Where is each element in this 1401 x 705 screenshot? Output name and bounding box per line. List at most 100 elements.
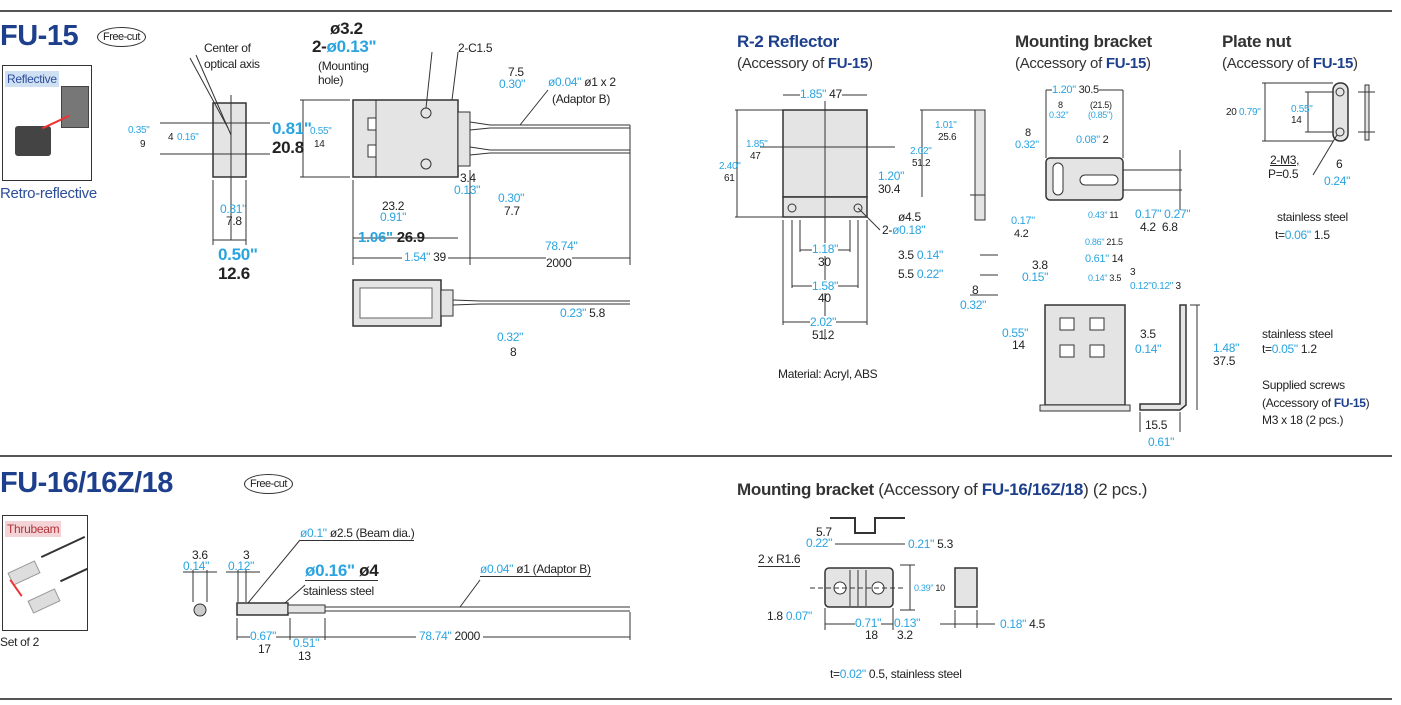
dim: 0.61" 14 [1085,253,1124,266]
dim: 0.14" [183,559,210,573]
fu15-side-view [352,99,459,178]
section-divider [0,10,1392,12]
bracket15-side-view [1139,304,1187,411]
dim: 0.08" 2 [1076,134,1109,147]
dim-mm: 4.5 [1029,617,1045,631]
model: FU-15 [1312,55,1354,72]
dim-mm: 4.2 [1140,220,1156,234]
dim-inch: 1.20" [1052,84,1076,96]
material-note: stainless steel [303,584,374,598]
dim-inch: ø0.13" [326,37,377,56]
dim: ø0.1" ø2.5 (Beam dia.) [300,527,415,541]
label: optical axis [204,57,260,71]
dim: 0.31" [220,202,247,216]
sensor-image [15,126,51,156]
dim: 47 [750,151,761,162]
dim-inch: 0.39" [914,583,934,593]
text: (Accessory of [1262,396,1334,410]
dim: 1.20" 30.5 [1052,84,1099,97]
fiber-cable-image [59,567,89,583]
dim-mm: 47 [829,87,842,101]
dim: 12.6 [218,264,250,283]
dim: 3.5 [1140,327,1156,341]
dim: 3.2 [897,628,913,642]
material-note: stainless steel [1262,327,1333,341]
text: (Accessory of [737,55,828,72]
dim: 0.23" 5.8 [560,307,605,320]
model: FU-15 [1105,55,1147,72]
dim: 2000 [546,256,572,270]
dim-mm: ø1 (Adaptor B) [516,562,591,576]
dim: 3.6 [192,548,208,562]
title-text: R-2 Reflector [737,32,839,51]
dim: 3 [243,548,250,562]
material-note: stainless steel [1277,210,1348,224]
dim-mm: 6.8 [1161,220,1178,234]
dim-inch: 0.05" [1271,342,1298,356]
title-text: Mounting bracket [737,480,874,499]
dim-inch: 0.02" [839,667,866,681]
dim: 0.17" [1011,215,1035,227]
dim: 0.50" [218,245,258,264]
screws-note: (Accessory of FU-15) [1262,396,1370,410]
section-divider [0,455,1392,457]
dim-mm: 21.5 [1106,237,1123,247]
dim: 0.67" [250,629,277,643]
dim: 25.6 [938,132,957,143]
dim-mm: ø1 x 2 [584,75,616,89]
thrubeam-tag: Thrubeam [5,521,62,537]
dim-mm: 5.5 [898,267,914,281]
dim: ø0.16" ø4 [305,561,379,581]
dim: 0.55" [1291,104,1313,115]
dim: 1.85" [746,139,768,150]
bracket15-accessory-note: (Accessory of FU-15) [1015,55,1151,73]
dim: 3.4 [460,171,476,185]
dim-inch: 0.14" [1088,273,1108,283]
dim-inch: 0.79" [1239,107,1261,118]
dim: 0.24" [1324,174,1351,188]
dim: 0.61" [1148,435,1175,449]
fiber-head-image [27,588,61,614]
dim-count: 2- [882,223,893,237]
text: (Accessory of [1015,55,1106,72]
dim: 61 [724,173,735,184]
dim: 3.5 0.14" [898,249,943,262]
dim: 14 [1012,338,1025,352]
fu16-head [236,602,289,616]
r2-accessory-note: (Accessory of FU-15) [737,55,873,73]
dim: 7.5 [508,65,524,79]
dim-inch: ø0.16" [305,561,355,580]
dim: 1.58" [812,279,839,293]
platenut-title: Plate nut [1222,32,1292,51]
dim-inch: 1.06" [358,229,393,246]
dim: 0.18" 4.5 [1000,618,1045,631]
dim-inch: 1.85" [800,87,827,101]
dim: 0.51" [293,636,320,650]
text: t= [1275,228,1285,242]
dim: 7.7 [504,204,520,218]
dim: 0.13" [454,183,481,197]
dim-inch: ø0.04" [480,562,514,576]
plate-nut-side [1364,84,1370,141]
dim: 0.14" 3.5 [1088,272,1121,285]
material-note: Material: Acryl, ABS [778,367,878,381]
dim: 0.32" [497,330,524,344]
dim-mm: 10 [935,583,945,593]
dim: 9 [140,139,146,150]
text: ) [1146,55,1151,72]
text: ) [1353,55,1358,72]
fu15-product-photo: Reflective [2,65,92,181]
dim: 4.2 [1014,228,1029,240]
dim-inch: 0.27" [1164,207,1191,221]
dim: 0.91" [380,210,407,224]
text: (Accessory of [1222,55,1313,72]
thickness-note: t=0.05" 1.2 [1262,343,1317,356]
dim: 17 [258,642,271,656]
section-divider [0,698,1392,700]
dim: (21.5) [1090,100,1112,110]
dim-inch: ø0.18" [892,223,926,237]
dim: 1.01" [935,120,957,131]
dim: 1.48" [1213,341,1240,355]
dim-mm: 11 [1109,210,1119,220]
